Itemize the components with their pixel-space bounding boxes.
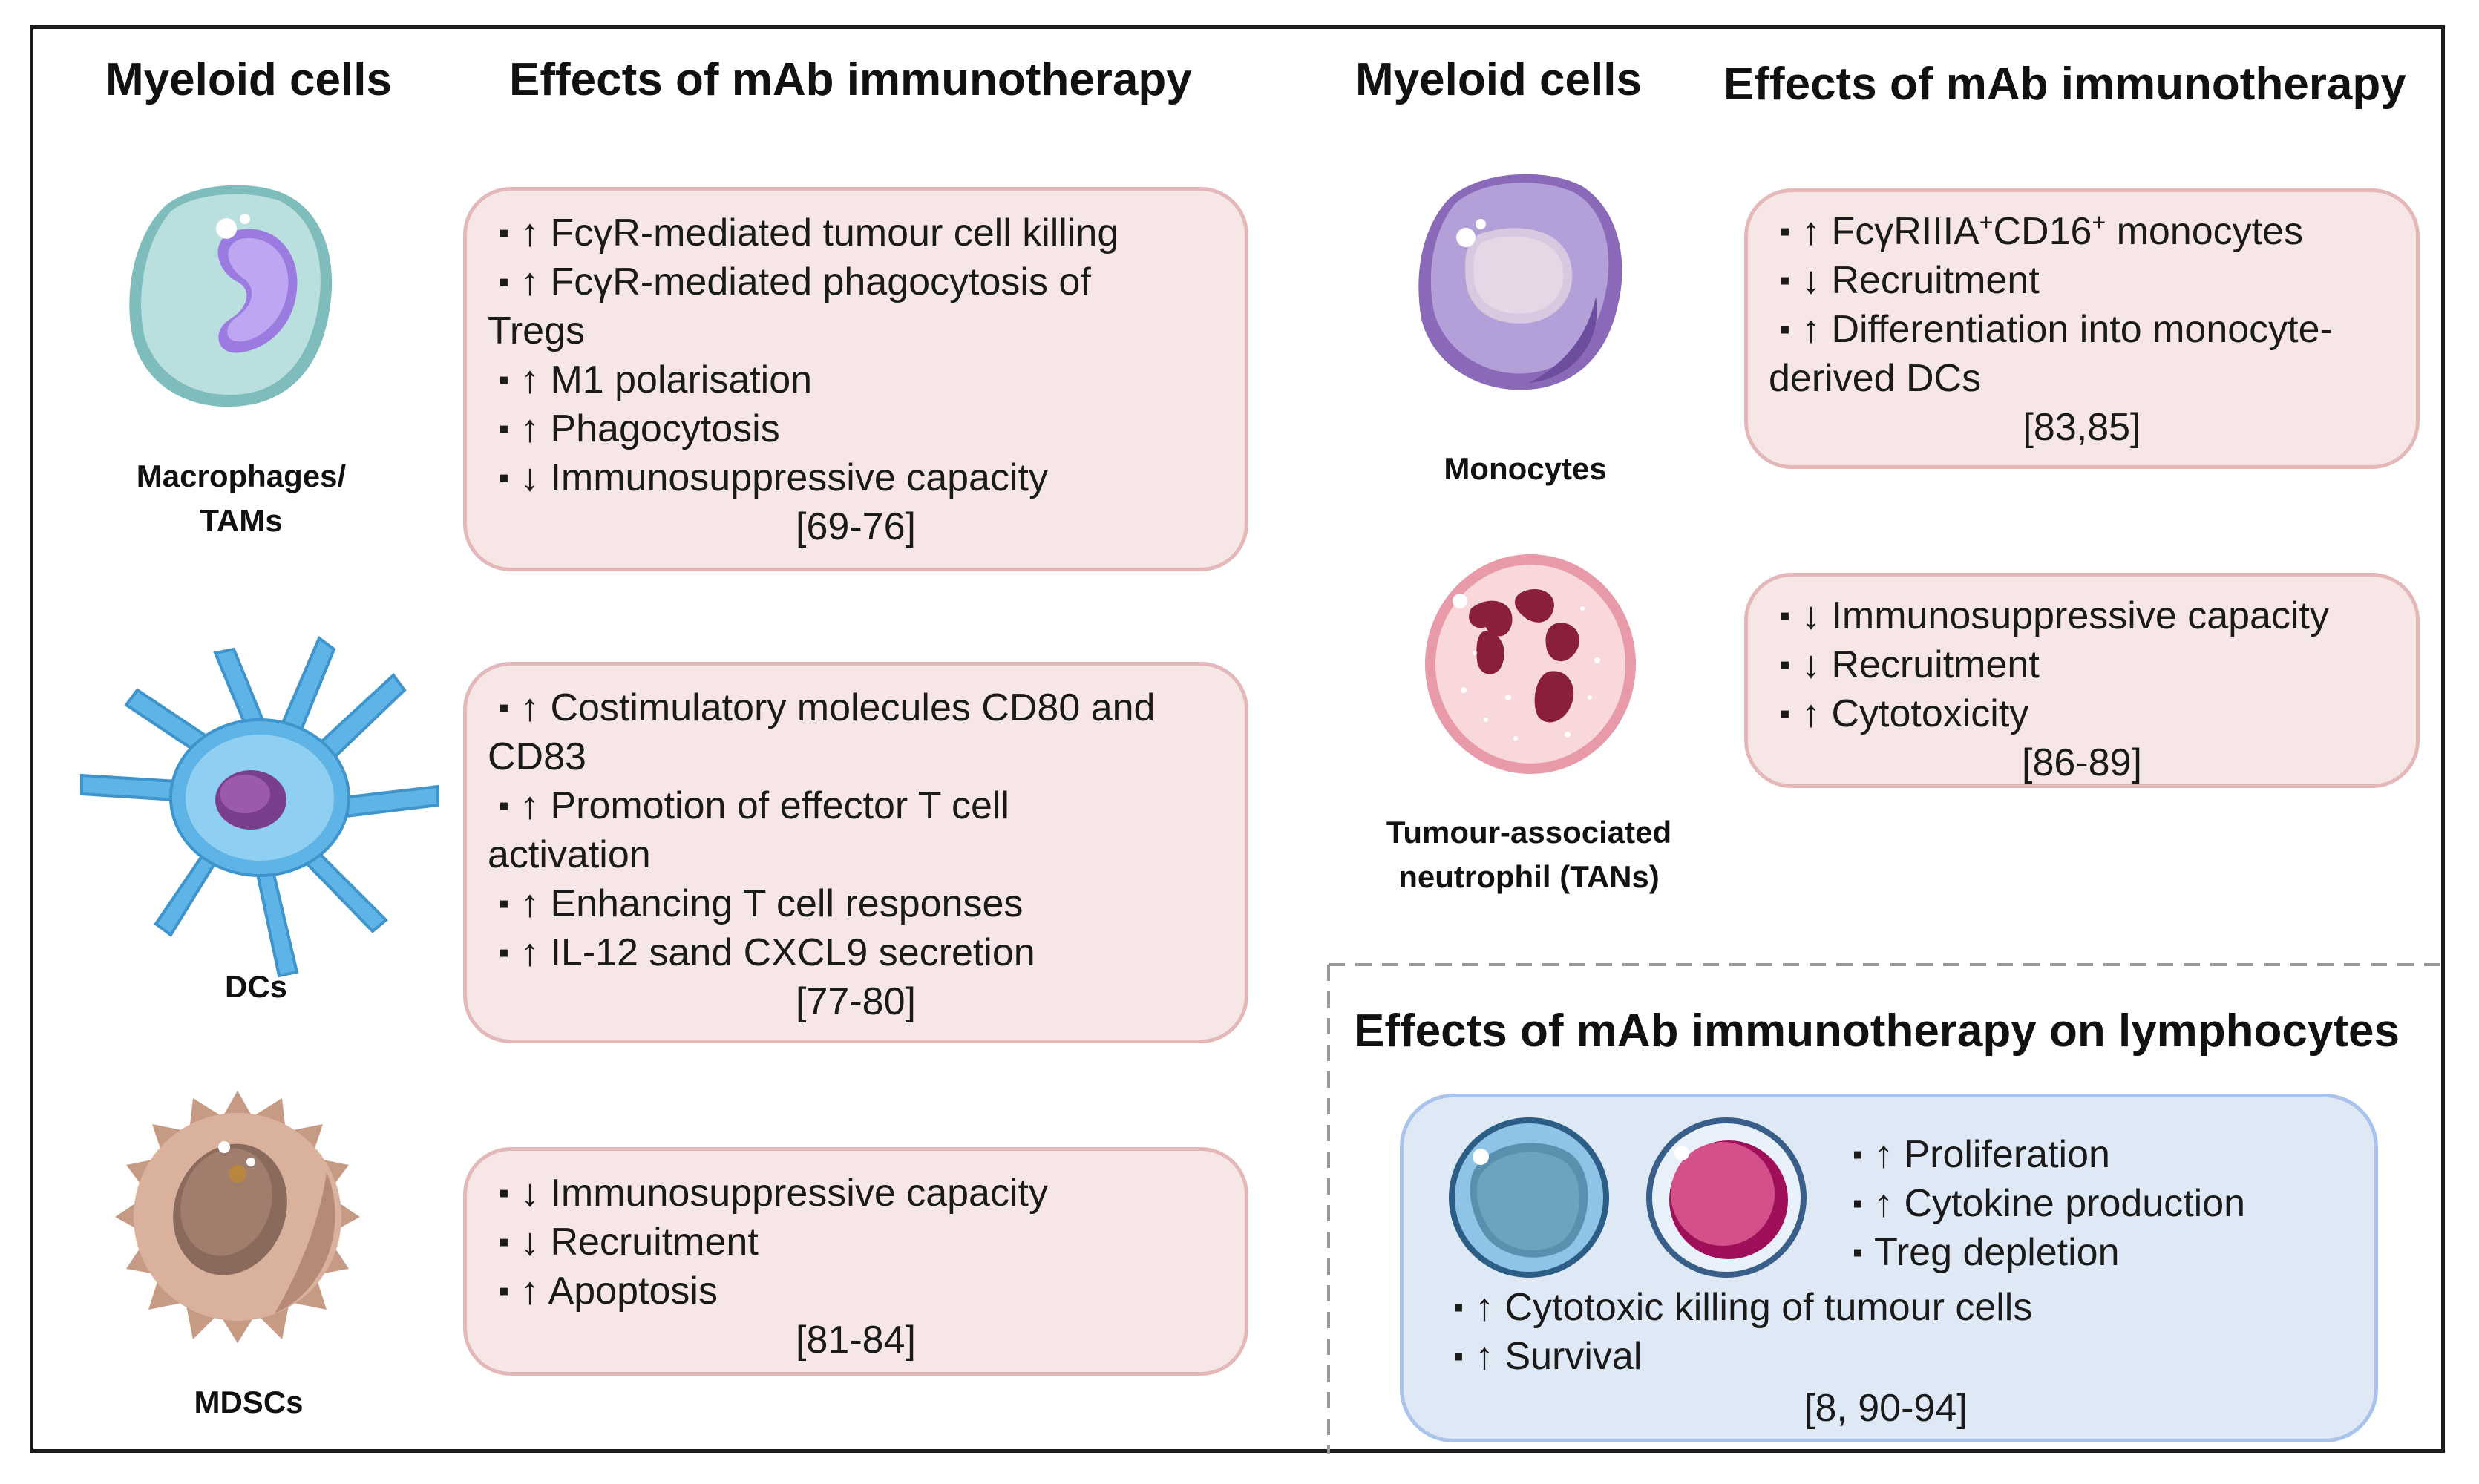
dashed-divider [1327, 963, 2449, 1454]
reference: [86-89] [2022, 741, 2142, 784]
monocyte-cell-icon [1418, 174, 1622, 390]
effect-item: ▪↓ Immunosuppressive capacity [1779, 594, 2329, 637]
reference: [81-84] [796, 1319, 916, 1362]
t-cell-blue-icon [1449, 1117, 1609, 1278]
t-cell-pink-icon [1646, 1117, 1807, 1278]
dendritic-cell-icon [80, 635, 439, 978]
effect-item: ▪↓ Recruitment [498, 1221, 759, 1264]
tans-label: Tumour-associated neutrophil (TANs) [1351, 810, 1707, 899]
tans-effects-box: ▪↓ Immunosuppressive capacity ▪↓ Recruit… [1744, 573, 2420, 788]
effect-item: ▪↑ FcγR-mediated tumour cell killing [498, 211, 1119, 255]
effect-item: ▪↑ Enhancing T cell responses [498, 882, 1024, 925]
effect-item: ▪↑ Costimulatory molecules CD80 and [498, 686, 1156, 729]
effect-item: ▪↓ Immunosuppressive capacity [498, 1172, 1048, 1215]
effect-item: ▪↑ Promotion of effector T cell [498, 784, 1009, 827]
lymph-effect-item: ▪↑ Cytokine production [1852, 1182, 2246, 1225]
effect-item-continuation: derived DCs [1769, 357, 1982, 400]
macrophages-label-line2: TAMs [200, 502, 283, 538]
dcs-label: DCs [224, 969, 288, 1004]
effect-item: ▪↑ FcγRIIIA+CD16+ monocytes [1779, 209, 2304, 253]
lymphocytes-effects-box: ▪↑ Proliferation ▪↑ Cytokine production … [1400, 1094, 2378, 1442]
header-effects-left: Effects of mAb immunotherapy [509, 54, 1192, 105]
reference: [69-76] [796, 505, 916, 548]
header-effects-right: Effects of mAb immunotherapy [1723, 59, 2406, 110]
reference: [8, 90-94] [1804, 1387, 1968, 1430]
lymph-effect-item: ▪↑ Survival [1453, 1335, 1643, 1378]
effect-item: ▪↑ FcγR-mediated phagocytosis of [498, 260, 1091, 303]
macrophages-label: Macrophages/ TAMs [104, 454, 379, 542]
lymph-effect-item: ▪↑ Cytotoxic killing of tumour cells [1453, 1286, 2033, 1329]
mdsc-cell-icon [115, 1091, 360, 1343]
tans-label-line2: neutrophil (TANs) [1398, 858, 1660, 894]
monocytes-effects-box: ▪↑ FcγRIIIA+CD16+ monocytes ▪↓ Recruitme… [1744, 188, 2420, 469]
effect-item: ▪↑ M1 polarisation [498, 358, 813, 401]
header-lymphocytes: Effects of mAb immunotherapy on lymphocy… [1354, 1005, 2400, 1057]
dcs-effects-box: ▪↑ Costimulatory molecules CD80 and CD83… [463, 662, 1248, 1043]
figure-frame [30, 25, 2445, 1453]
reference: [77-80] [796, 980, 916, 1023]
reference: [83,85] [2023, 406, 2141, 449]
neutrophil-cell-icon [1425, 554, 1636, 774]
lymph-effect-item: ▪↑ Proliferation [1852, 1133, 2110, 1176]
effect-item: ▪↓ Recruitment [1779, 643, 2040, 686]
effect-item: ▪↑ IL-12 sand CXCL9 secretion [498, 931, 1035, 974]
tans-label-line1: Tumour-associated [1386, 815, 1672, 850]
mdscs-effects-box: ▪↓ Immunosuppressive capacity ▪↓ Recruit… [463, 1147, 1248, 1376]
effect-item: ▪↑ Apoptosis [498, 1270, 718, 1313]
effect-item-continuation: Tregs [488, 309, 585, 352]
monocytes-label: Monocytes [1444, 451, 1607, 486]
macrophages-effects-box: ▪↑ FcγR-mediated tumour cell killing ▪↑ … [463, 187, 1248, 571]
macrophages-label-line1: Macrophages/ [136, 459, 347, 493]
effect-item: ▪↑ Differentiation into monocyte- [1779, 308, 2333, 351]
effect-item-continuation: CD83 [488, 735, 586, 778]
macrophage-cell-icon [129, 185, 333, 407]
header-myeloid-cells-right: Myeloid cells [1355, 54, 1642, 105]
effect-item: ▪↓ Recruitment [1779, 259, 2040, 302]
effect-item-continuation: activation [488, 833, 651, 876]
effect-item: ▪↑ Phagocytosis [498, 407, 780, 450]
effect-item: ▪↑ Cytotoxicity [1779, 692, 2029, 735]
header-myeloid-cells-left: Myeloid cells [105, 54, 392, 105]
mdscs-label: MDSCs [194, 1385, 304, 1419]
lymph-effect-item: ▪Treg depletion [1852, 1231, 2120, 1274]
effect-item: ▪↓ Immunosuppressive capacity [498, 456, 1048, 499]
